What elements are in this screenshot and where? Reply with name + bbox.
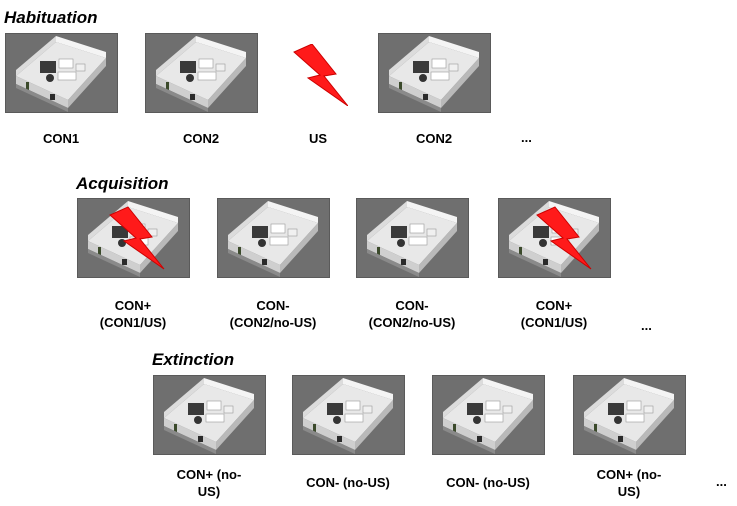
continuation-ellipsis: ... bbox=[641, 318, 652, 333]
stimulus-label: CON-(CON2/no-US) bbox=[229, 298, 317, 330]
room-thumbnail-icon bbox=[217, 198, 330, 278]
room-thumbnail-icon bbox=[378, 33, 491, 113]
stimulus-label: CON+(CON1/US) bbox=[99, 298, 167, 330]
room-thumbnail-icon bbox=[573, 375, 686, 455]
stimulus-label: CON2 bbox=[182, 131, 220, 146]
stimulus-label: US bbox=[308, 131, 328, 146]
room-thumbnail-icon bbox=[432, 375, 545, 455]
extinction-title: Extinction bbox=[152, 350, 235, 369]
room-thumbnail-icon bbox=[5, 33, 118, 113]
habituation-title: Habituation bbox=[4, 8, 98, 27]
continuation-ellipsis: ... bbox=[716, 474, 727, 489]
stimulus-label: CON1 bbox=[42, 131, 80, 146]
stimulus-label: CON2 bbox=[415, 131, 453, 146]
stimulus-label: CON+ (no-US) bbox=[176, 467, 242, 499]
acquisition-title: Acquisition bbox=[76, 174, 169, 193]
stimulus-label: CON-(CON2/no-US) bbox=[368, 298, 456, 330]
stimulus-label: CON- (no-US) bbox=[446, 475, 530, 490]
room-thumbnail-icon bbox=[77, 198, 190, 278]
stimulus-label: CON- (no-US) bbox=[306, 475, 390, 490]
room-thumbnail-icon bbox=[292, 375, 405, 455]
room-thumbnail-icon bbox=[145, 33, 258, 113]
continuation-ellipsis: ... bbox=[521, 130, 532, 145]
stimulus-label: CON+(CON1/US) bbox=[520, 298, 588, 330]
lightning-bolt-icon bbox=[293, 44, 348, 106]
room-thumbnail-icon bbox=[356, 198, 469, 278]
room-thumbnail-icon bbox=[498, 198, 611, 278]
stimulus-label: CON+ (no-US) bbox=[596, 467, 662, 499]
room-thumbnail-icon bbox=[153, 375, 266, 455]
